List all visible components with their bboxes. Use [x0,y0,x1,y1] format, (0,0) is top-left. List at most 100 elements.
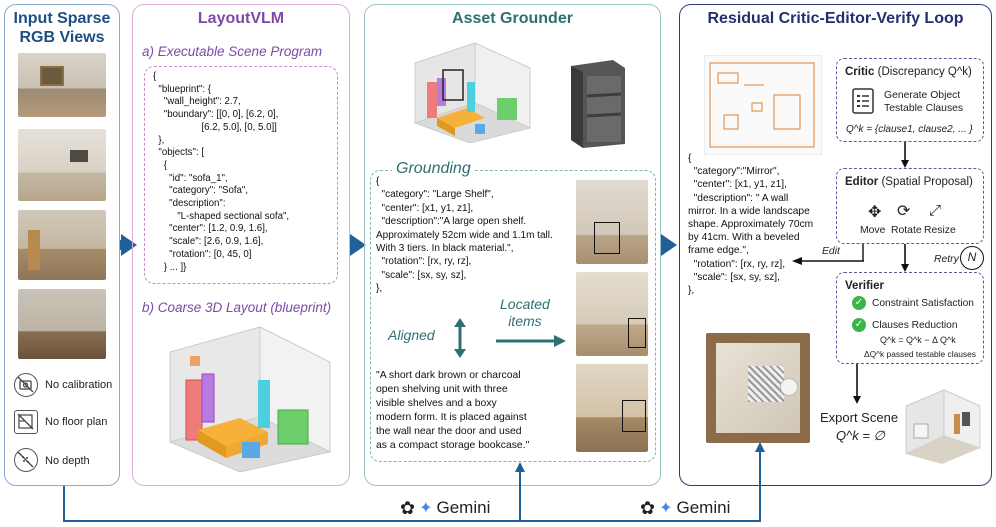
rotate-icon: ⟳ [897,203,911,220]
grounding-quote-line: visible shelves and a boxy [376,398,497,409]
mirror-code-line: mirror. In a wide landscape [688,205,810,217]
grounding-quote-line: modern form. It is placed against [376,412,527,423]
scene-program-code-line: "category": "Sofa", [153,185,249,197]
aligned-label: Aligned [388,327,435,343]
scene-program-box [144,66,338,284]
grounder-layout-3d [413,42,532,143]
verifier-formula-1: Q^k = Q^k − Δ Q^k [880,335,956,345]
grounding-photo-2 [576,272,648,356]
floorplan-sketch [704,55,822,155]
mirror-code-line: }, [688,285,695,297]
mirror-code-line: shape. Approximately 70cm [688,219,814,231]
grounding-label: Grounding [392,160,475,178]
layoutvlm-title: LayoutVLM [197,10,285,27]
editor-title: Editor (Spatial Proposal) [845,176,973,188]
gemini-label-2: Gemini [676,498,731,517]
layoutvlm-panel [132,4,350,486]
scene-program-code-line: [6.2, 5.0], [0, 5.0]] [153,121,277,133]
camera-off-icon [14,373,38,397]
grounding-box [370,170,656,462]
checklist-icon [852,88,874,114]
layoutvlm-sub-a: a) Executable Scene Program [142,44,323,59]
scene-program-code-line: { [153,159,168,171]
check-icon-1: ✓ [852,296,866,310]
input-views-panel [4,4,120,486]
mirror-code-line: "category":"Mirror", [688,166,780,178]
constraint-label-floorplan: No floor plan [45,416,108,428]
input-photo-2 [18,129,106,201]
editor-title-bold: Editor [845,176,879,188]
grounding-code-line: "scale": [sx, sy, sz], [376,269,467,281]
resize-icon: ⤢ [929,202,942,219]
scene-program-code-line: "center": [1.2, 0.9, 1.6], [153,223,268,235]
critic-title-bold: Critic [845,66,875,78]
editor-op-move: Move [860,225,886,236]
input-views-title: Input Sparse RGB Views [4,9,120,47]
openai-icon-1: ✿ [400,497,416,518]
critic-gen-line2: Testable Clauses [884,103,964,114]
grounding-quote-line: as a compact storage bookcase." [376,440,530,451]
edit-connector [862,244,864,261]
editor-to-verifier-arrow [901,244,909,272]
critic-formula: Q^k = {clause1, clause2, ... } [846,124,973,135]
grounding-quote-line: open shelving unit with three [376,384,508,395]
critic-subtitle: (Discrepancy Q^k) [877,66,972,78]
arrow-2 [350,234,366,256]
scene-program-code-line: "boundary": [[0, 0], [6.2, 0], [153,109,279,121]
input-photo-4 [18,289,106,359]
located-line2: items [508,313,542,329]
critic-box [836,58,984,142]
gemini-spark-icon-2: ✦ [659,500,673,517]
mirror-code-line: "center": [x1, y1, z1], [688,179,787,191]
scene-program-code-line: "L-shaped sectional sofa", [153,210,290,222]
mirror-code-line: frame edge.", [688,245,749,257]
coarse-layout-3d [168,326,332,472]
verifier-to-export-arrow [853,364,861,404]
shelf-asset-render [571,60,625,148]
floor-plan-off-icon [14,410,38,434]
grounding-photo-3 [576,364,648,452]
critic-gen-line1: Generate Object [884,90,961,101]
depth-off-icon [14,448,38,472]
grounding-code-line: With 3 tiers. In black material.", [376,243,514,255]
verifier-item-2: Clauses Reduction [872,320,958,331]
scene-program-code: { "blueprint": { "wall_height": 2.7, "bo… [153,71,289,274]
scene-program-code-line: "description": [153,198,226,210]
input-title-line1: Input Sparse [13,10,111,27]
verifier-item-1: Constraint Satisfaction [872,298,974,309]
retry-label: Retry [934,254,959,265]
scene-program-code-line: { [153,71,157,82]
mirror-code-line: "description": " A wall [688,192,789,204]
edit-label: Edit [822,246,840,257]
located-label: Located items [500,296,550,330]
scene-program-code-line: "wall_height": 2.7, [153,96,241,108]
gemini-spark-icon-1: ✦ [419,500,433,517]
verifier-formula-2: ΔQ^k passed testable clauses [864,349,976,359]
openai-icon-2: ✿ [640,497,656,518]
exported-scene-render [905,389,981,464]
critic-generate: Generate Object Testable Clauses [884,89,963,115]
input-title-line2: RGB Views [19,29,105,46]
scene-program-code-line: "blueprint": { [153,83,212,95]
move-icon: ✥ [868,204,882,221]
scene-program-code-line: "rotation": [0, 45, 0] [153,248,252,260]
located-arrow [496,335,566,347]
mirror-code-line: "rotation": [rx, ry, rz], [688,258,786,270]
constraint-label-calibration: No calibration [45,379,113,391]
loop-panel [679,4,992,486]
grounding-quote-line: the wall near the door and used [376,426,522,437]
scene-program-code-line: "id": "sofa_1", [153,172,228,184]
grounding-quote-line: "A short dark brown or charcoal [376,370,521,381]
scene-program-code-line: } ... ]} [153,261,187,273]
loop-n-text: N [967,250,977,264]
mirror-code: { "category":"Mirror", "center": [x1, y1… [688,152,813,297]
check-icon-2: ✓ [852,318,866,332]
gemini-label-1: Gemini [436,498,491,517]
loop-n-badge: N [960,246,984,270]
located-line1: Located [500,296,550,312]
layoutvlm-sub-b: b) Coarse 3D Layout (blueprint) [142,300,332,315]
critic-title: Critic (Discrepancy Q^k) [845,66,972,78]
asset-grounder-title: Asset Grounder [452,10,573,27]
grounding-code-line: "category": "Large Shelf", [376,189,494,201]
